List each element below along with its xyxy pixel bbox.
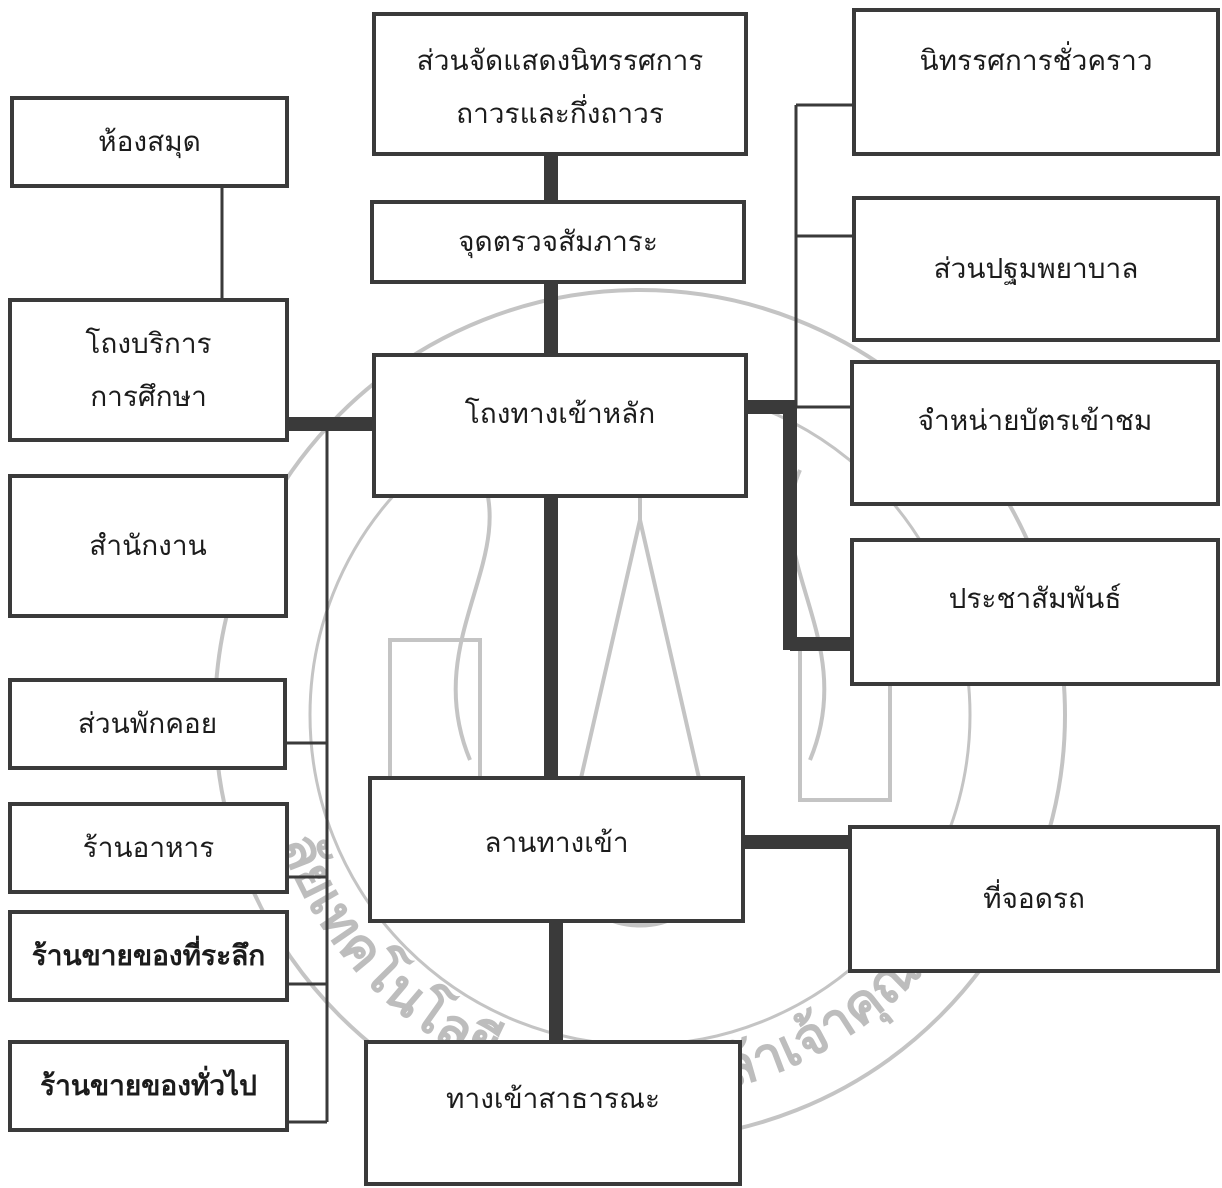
node-exhibit-permanent-line2: ถาวรและกึ่งถาวร: [456, 97, 664, 131]
node-library[interactable]: ห้องสมุด: [10, 96, 289, 188]
node-general-store-label: ร้านขายของทั่วไป: [40, 1069, 257, 1103]
node-temp-exhibit-label: นิทรรศการชั่วคราว: [919, 44, 1153, 77]
node-main-lobby-label: โถงทางเข้าหลัก: [464, 397, 656, 430]
node-first-aid-label: ส่วนปฐมพยาบาล: [933, 252, 1139, 286]
node-public-entrance-label: ทางเข้าสาธารณะ: [446, 1082, 660, 1115]
node-exhibit-permanent-line1: ส่วนจัดแสดงนิทรรศการ: [416, 44, 704, 77]
node-parking-label: ที่จอดรถ: [983, 882, 1085, 916]
node-education-hall-line1: โถงบริการ: [85, 326, 212, 360]
node-office[interactable]: สำนักงาน: [8, 474, 288, 618]
node-entrance-plaza-label: ลานทางเข้า: [484, 826, 629, 859]
node-education-hall-line2: การศึกษา: [90, 380, 207, 413]
node-rest-area[interactable]: ส่วนพักคอย: [8, 678, 287, 770]
node-restaurant[interactable]: ร้านอาหาร: [8, 802, 289, 894]
node-ticket-sales-label: จำหน่ายบัตรเข้าชม: [917, 404, 1153, 437]
node-baggage-check-label: จุดตรวจสัมภาระ: [458, 225, 658, 259]
node-temp-exhibit[interactable]: นิทรรศการชั่วคราว: [852, 8, 1220, 156]
node-office-label: สำนักงาน: [89, 529, 207, 563]
node-exhibit-permanent[interactable]: ส่วนจัดแสดงนิทรรศการ ถาวรและกึ่งถาวร: [372, 12, 748, 156]
node-rest-area-label: ส่วนพักคอย: [77, 707, 218, 741]
node-public-relations[interactable]: ประชาสัมพันธ์: [850, 538, 1220, 686]
node-library-label: ห้องสมุด: [98, 125, 201, 159]
node-parking[interactable]: ที่จอดรถ: [848, 825, 1220, 973]
node-restaurant-label: ร้านอาหาร: [82, 831, 215, 865]
node-ticket-sales[interactable]: จำหน่ายบัตรเข้าชม: [850, 360, 1220, 506]
node-main-lobby[interactable]: โถงทางเข้าหลัก: [372, 353, 748, 498]
node-education-hall[interactable]: โถงบริการ การศึกษา: [8, 298, 289, 442]
node-public-entrance[interactable]: ทางเข้าสาธารณะ: [364, 1040, 742, 1186]
node-souvenir-shop-label: ร้านขายของที่ระลึก: [31, 939, 266, 973]
node-souvenir-shop[interactable]: ร้านขายของที่ระลึก: [8, 910, 289, 1002]
node-general-store[interactable]: ร้านขายของทั่วไป: [8, 1040, 289, 1132]
node-first-aid[interactable]: ส่วนปฐมพยาบาล: [852, 196, 1220, 342]
node-entrance-plaza[interactable]: ลานทางเข้า: [368, 776, 745, 923]
node-public-relations-label: ประชาสัมพันธ์: [948, 582, 1122, 615]
node-baggage-check[interactable]: จุดตรวจสัมภาระ: [370, 200, 746, 284]
